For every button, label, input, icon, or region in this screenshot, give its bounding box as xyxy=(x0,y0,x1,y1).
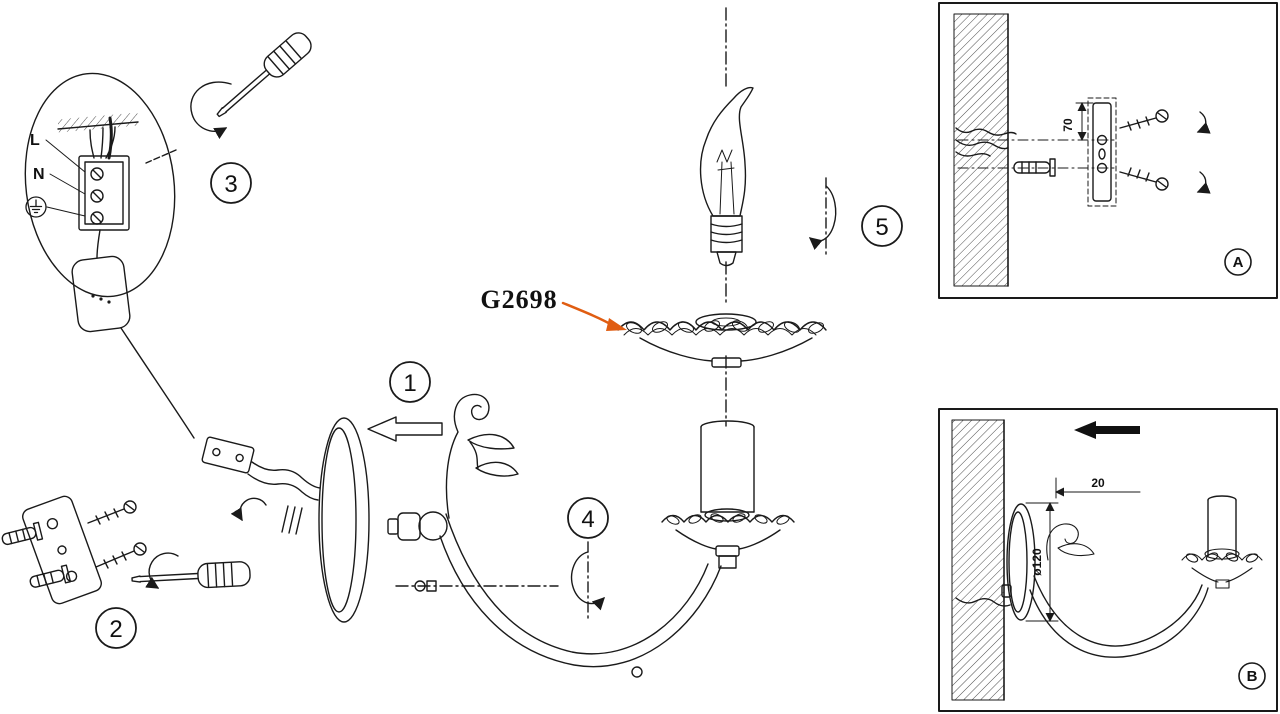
wall-section-a xyxy=(953,13,1009,287)
scroll-ornament xyxy=(1046,523,1095,561)
wall-anchor xyxy=(1,521,44,546)
bracket-wires xyxy=(247,461,321,501)
arm-axis xyxy=(395,580,559,592)
step-5-number: 5 xyxy=(875,214,888,241)
terminal-leaders xyxy=(45,139,86,217)
driver-box xyxy=(71,229,131,333)
plate-screw-a xyxy=(1119,109,1211,134)
axis-lines-a xyxy=(957,139,1119,169)
candle-sleeve-b xyxy=(1207,495,1237,557)
screw-marks xyxy=(281,505,303,535)
sconce-side-view xyxy=(955,495,1263,658)
wiring-detail-callout: L N xyxy=(24,72,195,439)
step-4-badge xyxy=(567,497,609,539)
screwdriver-step3 xyxy=(145,32,312,164)
wall-anchor-a xyxy=(1013,158,1056,177)
rotation-arrow-icon xyxy=(190,81,232,140)
rotation-arrow-icon xyxy=(1196,111,1211,134)
leader-dash xyxy=(145,149,177,164)
plate-screw-a xyxy=(1119,167,1211,194)
bulb-filament xyxy=(716,149,735,215)
dimension-depth xyxy=(1055,477,1141,499)
detail-b-badge-circle xyxy=(1238,662,1266,690)
wall-section-b xyxy=(951,419,1005,701)
part-number-arrowhead-icon xyxy=(606,318,627,331)
dimension-70 xyxy=(1075,102,1094,141)
arm-finial-drop xyxy=(631,666,643,678)
label-live: L xyxy=(30,132,40,149)
dimension-70-label: 70 xyxy=(1061,118,1075,132)
dimension-diameter-label: ø120 xyxy=(1030,548,1044,576)
direction-arrow-left-icon xyxy=(367,416,443,442)
mounting-screw xyxy=(87,500,137,525)
lead-wire xyxy=(120,327,195,439)
rotation-arrow-icon xyxy=(145,552,179,589)
callout-ellipse xyxy=(24,72,176,298)
step-4-number: 4 xyxy=(581,506,594,533)
terminal-block xyxy=(78,155,130,231)
step-1-number: 1 xyxy=(403,370,416,397)
bulb-socket xyxy=(710,215,743,267)
mounting-screw xyxy=(95,542,147,569)
bobeche-openwork xyxy=(666,513,790,525)
supply-wires-a xyxy=(955,127,1017,157)
step-3-badge xyxy=(210,162,252,204)
cord xyxy=(955,597,1011,607)
step-2-badge xyxy=(95,607,137,649)
step-2-number: 2 xyxy=(109,616,122,643)
detail-b-frame xyxy=(938,408,1278,712)
detail-box-b xyxy=(938,408,1278,712)
detail-a-badge-circle xyxy=(1224,248,1252,276)
rotation-arrow-step5 xyxy=(808,177,837,259)
rotation-arrow-icon xyxy=(1196,171,1211,194)
dimension-diameter xyxy=(1025,502,1059,622)
detail-b-badge: B xyxy=(1247,668,1258,685)
mounting-plate-a xyxy=(1087,97,1117,207)
bobeche-openwork xyxy=(626,320,824,334)
wall-plate-step2 xyxy=(22,495,102,605)
rotation-arrow-icon xyxy=(230,497,267,522)
candle-sleeve xyxy=(700,420,755,513)
detail-box-a xyxy=(938,2,1278,299)
sconce-arm xyxy=(387,393,722,678)
part-number-label: G2698 xyxy=(480,285,557,314)
detail-a-frame xyxy=(938,2,1278,299)
arm-socket xyxy=(397,512,421,541)
dimension-depth-label: 20 xyxy=(1091,476,1105,490)
bobeche-b xyxy=(1181,548,1263,589)
step-5-badge xyxy=(861,205,903,247)
ground-symbol-icon xyxy=(25,196,47,218)
label-neutral: N xyxy=(33,166,45,183)
rotation-arrow-step4 xyxy=(570,541,605,623)
part-number-arrow xyxy=(561,301,616,328)
step-3-number: 3 xyxy=(224,171,237,198)
push-direction-arrow-icon xyxy=(1074,421,1140,439)
ornate-bobeche-large xyxy=(617,313,827,368)
detail-a-badge: A xyxy=(1233,254,1244,271)
wall-anchor xyxy=(29,564,72,588)
candle-bulb xyxy=(699,86,754,267)
arm-ball-joint xyxy=(418,511,448,541)
screwdriver-step2 xyxy=(131,561,251,589)
mounting-bracket xyxy=(201,436,255,474)
scroll-ornament xyxy=(445,393,519,519)
step-2-hardware xyxy=(1,495,251,605)
step-1-badge xyxy=(389,361,431,403)
part-number-callout xyxy=(561,301,627,331)
arm-nipple xyxy=(387,518,399,535)
ornate-bobeche-small xyxy=(661,508,795,569)
wall-canopy xyxy=(318,417,370,623)
ceiling-hatch xyxy=(57,112,139,133)
